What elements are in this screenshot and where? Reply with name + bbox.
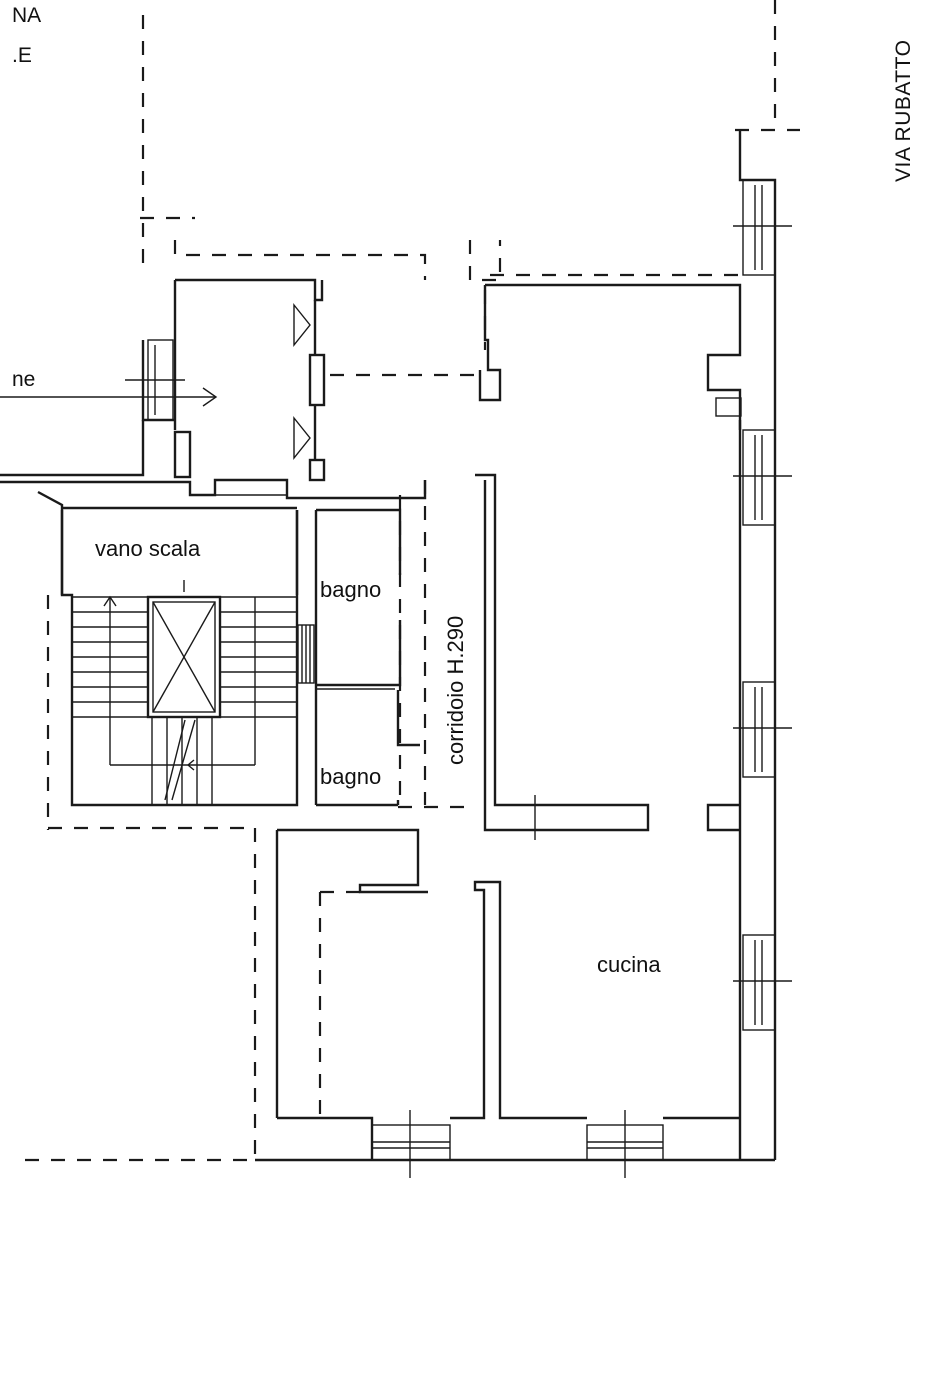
entrance-arrow — [0, 387, 218, 407]
room-label-kitchen: cucina — [597, 952, 661, 977]
corner-label-top: NA — [12, 4, 41, 27]
room-label-bathroom-1: bagno — [320, 577, 381, 602]
window-bottom-2 — [586, 1110, 664, 1178]
street-label: VIA RUBATTO — [892, 40, 915, 182]
room-label-bathroom-2: bagno — [320, 764, 381, 789]
corner-label-second: .E — [12, 44, 32, 67]
walls — [0, 130, 777, 1162]
stair-treads — [72, 580, 297, 805]
entrance-label: ne — [12, 368, 35, 391]
window-right-4 — [733, 934, 792, 1031]
door-symbols — [293, 303, 311, 460]
room-label-corridor: corridoio H.290 — [443, 616, 468, 765]
window-right-3 — [733, 681, 792, 778]
window-bottom-1 — [371, 1110, 451, 1178]
window-right-2 — [733, 429, 792, 526]
windows — [371, 179, 792, 1178]
window-right-1 — [733, 179, 792, 276]
room-label-stairwell: vano scala — [95, 536, 201, 561]
property-boundary-lines — [25, 0, 800, 1162]
